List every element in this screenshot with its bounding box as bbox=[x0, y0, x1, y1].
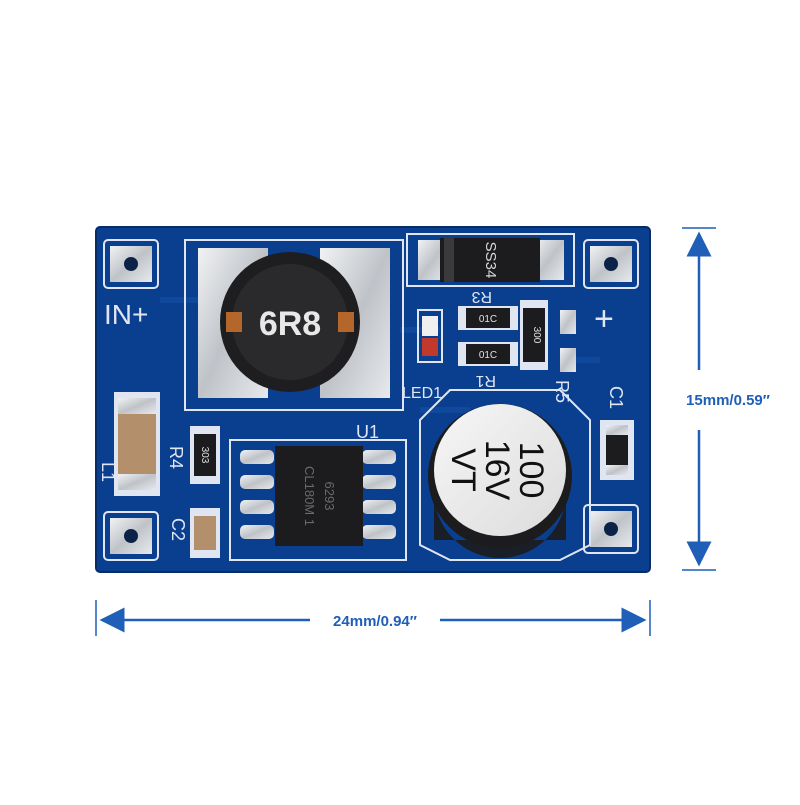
resistor-r5: 300 bbox=[520, 300, 548, 370]
capacitor-series: VT bbox=[444, 448, 482, 491]
schottky-diode: SS34 bbox=[406, 233, 575, 287]
silk-r1: R1 bbox=[475, 372, 496, 389]
height-dimension: 15mm/0.59″ bbox=[682, 227, 770, 571]
output-positive-pad bbox=[583, 239, 639, 289]
silk-l1: L1 bbox=[98, 462, 118, 482]
led bbox=[417, 309, 443, 363]
inductor: 6R8 bbox=[184, 239, 404, 411]
ic-marking-line2: CL180M 1 bbox=[302, 466, 317, 526]
ic-marking-line1: 6293 bbox=[322, 482, 337, 511]
resistor-r4: 303 bbox=[190, 426, 220, 484]
capacitor-voltage: 16V bbox=[478, 440, 516, 501]
height-label: 15mm/0.59″ bbox=[686, 392, 770, 409]
r5-marking: 300 bbox=[531, 327, 542, 344]
resistor-r1: 01C bbox=[458, 342, 518, 366]
r1-marking: 01C bbox=[479, 350, 497, 361]
width-label: 24mm/0.94″ bbox=[333, 613, 417, 630]
ic-u1: 6293 CL180M 1 bbox=[229, 439, 407, 561]
width-dimension: 24mm/0.94″ bbox=[95, 600, 651, 636]
silk-r4: R4 bbox=[166, 446, 186, 469]
capacitor-c1 bbox=[600, 420, 634, 480]
r4-marking: 303 bbox=[199, 447, 210, 464]
capacitor-c2 bbox=[190, 508, 220, 558]
ceramic-capacitor bbox=[114, 392, 160, 496]
capacitor-value: 100 bbox=[512, 442, 550, 499]
silk-output-label: + bbox=[594, 300, 614, 338]
silkscreen: IN+ + LED1 U1 R4 R5 R1 R3 C1 C2 L1 bbox=[98, 288, 626, 541]
silk-input-label: IN+ bbox=[104, 299, 148, 330]
resistor-r3: 01C bbox=[458, 306, 518, 330]
electrolytic-capacitor: 100 16V VT bbox=[419, 389, 591, 561]
input-negative-pad bbox=[103, 511, 159, 561]
output-negative-pad bbox=[583, 504, 639, 554]
output-side-pads bbox=[560, 310, 576, 372]
silk-c2: C2 bbox=[168, 518, 188, 541]
diode-marking: SS34 bbox=[482, 242, 499, 279]
inductor-marking: 6R8 bbox=[259, 305, 321, 343]
silk-led: LED1 bbox=[402, 385, 442, 402]
silk-c1: C1 bbox=[606, 386, 626, 409]
r3-marking: 01C bbox=[479, 314, 497, 325]
silk-r5: R5 bbox=[552, 380, 572, 403]
silk-r3: R3 bbox=[471, 288, 492, 305]
input-positive-pad bbox=[103, 239, 159, 289]
silk-u1: U1 bbox=[356, 422, 379, 442]
